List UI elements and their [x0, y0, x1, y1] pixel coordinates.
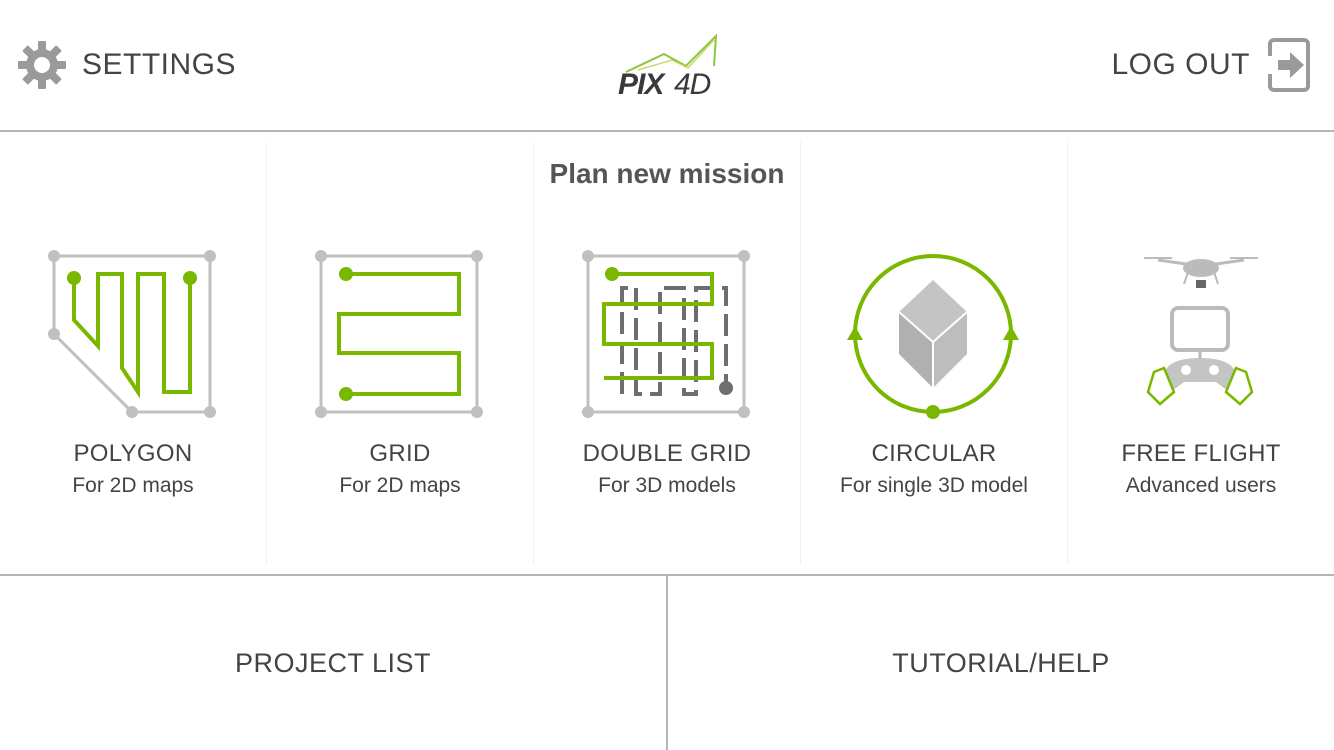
column-divider [1067, 142, 1068, 564]
pix4d-logo: PIX 4D [614, 30, 724, 101]
mission-subtitle: For 3D models [598, 474, 736, 497]
gear-icon [18, 41, 66, 89]
tutorial-help-button[interactable]: TUTORIAL/HELP [668, 576, 1334, 750]
mission-name: POLYGON [73, 440, 193, 467]
tutorial-help-label: TUTORIAL/HELP [892, 647, 1110, 678]
mission-polygon[interactable]: POLYGON For 2D maps [0, 142, 266, 564]
mission-list: POLYGON For 2D maps GRID For 2D maps [0, 142, 1334, 564]
logout-label: LOG OUT [1111, 48, 1250, 81]
double-grid-icon [582, 250, 750, 418]
svg-text:4D: 4D [674, 68, 711, 100]
mission-free-flight[interactable]: FREE FLIGHT Advanced users [1068, 142, 1334, 564]
mission-name: CIRCULAR [871, 440, 997, 467]
mission-subtitle: For 2D maps [72, 474, 194, 497]
header-divider [0, 130, 1334, 132]
mission-subtitle: For single 3D model [840, 474, 1028, 497]
drone-controller-icon [1144, 257, 1258, 406]
footer-divider [0, 574, 1334, 576]
mission-circular[interactable]: CIRCULAR For single 3D model [801, 142, 1067, 564]
mission-subtitle: Advanced users [1125, 474, 1277, 497]
column-divider [266, 142, 267, 564]
logout-button[interactable]: LOG OUT [1111, 36, 1314, 94]
settings-button[interactable]: SETTINGS [16, 38, 236, 92]
project-list-label: PROJECT LIST [234, 647, 432, 678]
mission-name: GRID [369, 440, 431, 467]
mission-name: FREE FLIGHT [1121, 440, 1281, 467]
mission-name: DOUBLE GRID [582, 440, 752, 467]
footer-split-divider [666, 576, 668, 750]
project-list-button[interactable]: PROJECT LIST [0, 576, 666, 750]
grid-icon [315, 250, 483, 418]
column-divider [800, 142, 801, 564]
column-divider [533, 142, 534, 564]
logout-icon [1268, 38, 1310, 92]
settings-label: SETTINGS [82, 48, 237, 81]
svg-text:PIX: PIX [618, 68, 666, 100]
mission-subtitle: For 2D maps [339, 474, 461, 497]
polygon-icon [48, 250, 216, 418]
mission-double-grid[interactable]: DOUBLE GRID For 3D models [534, 142, 800, 564]
mission-grid[interactable]: GRID For 2D maps [267, 142, 533, 564]
plan-new-mission-title: Plan new mission [549, 158, 785, 189]
circular-icon [847, 254, 1019, 419]
header-bar: SETTINGS PIX 4D LOG OUT [0, 0, 1334, 130]
